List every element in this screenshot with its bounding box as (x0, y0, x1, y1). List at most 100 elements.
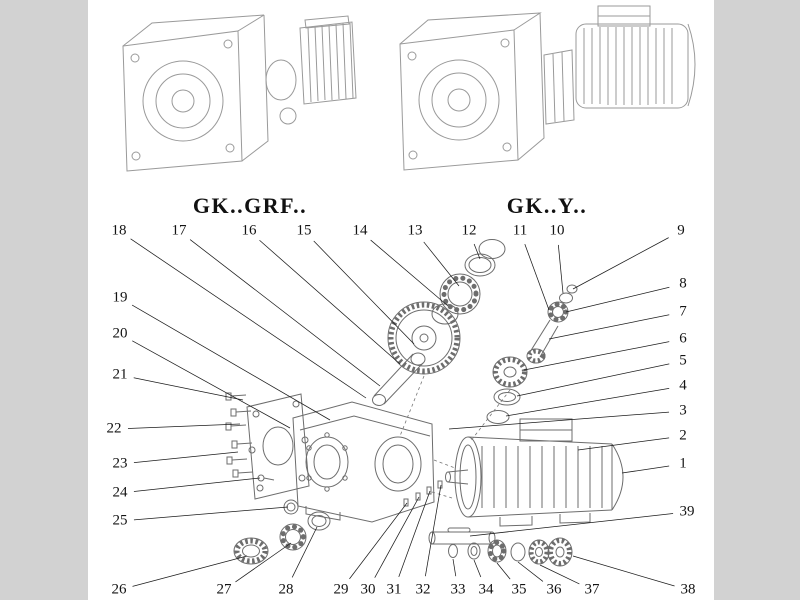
leader-line-29 (349, 502, 408, 580)
leader-line-12 (473, 243, 481, 260)
leader-line-20 (132, 340, 291, 429)
snap-ring (486, 410, 510, 424)
gearbox-y-drawing (399, 5, 696, 171)
leader-line-37 (539, 564, 580, 585)
leader-line-7 (548, 314, 670, 340)
leader-line-22 (127, 423, 241, 429)
diagram-canvas (88, 0, 714, 600)
callout-11: 11 (512, 222, 528, 239)
callout-25: 25 (112, 512, 128, 529)
callout-35: 35 (511, 581, 527, 598)
right-model-heading: GK..Y.. (506, 193, 588, 218)
callout-19: 19 (112, 289, 128, 306)
callout-22: 22 (106, 420, 122, 437)
callout-33: 33 (450, 581, 466, 598)
leader-line-30 (374, 496, 420, 578)
callout-31: 31 (386, 581, 402, 598)
leader-line-6 (523, 341, 670, 371)
callout-39: 39 (679, 503, 695, 520)
callout-10: 10 (549, 222, 565, 239)
bevel-gear (492, 356, 528, 388)
leader-line-14 (370, 239, 449, 307)
leader-line-4 (505, 387, 670, 417)
callout-14: 14 (352, 222, 368, 239)
assembly-bolts (403, 480, 443, 507)
callout-15: 15 (296, 222, 312, 239)
callout-13: 13 (407, 222, 423, 239)
left-model-heading: GK..GRF.. (192, 193, 308, 218)
leader-line-31 (398, 490, 431, 577)
leader-line-21 (133, 377, 244, 401)
callout-5: 5 (679, 352, 687, 369)
flange-plate (246, 393, 310, 500)
callout-20: 20 (112, 325, 128, 342)
callout-34: 34 (478, 581, 494, 598)
callout-23: 23 (112, 455, 128, 472)
leader-line-9 (572, 237, 669, 290)
leader-line-38 (572, 555, 675, 587)
leader-line-34 (473, 559, 482, 578)
callout-4: 4 (679, 377, 687, 394)
leader-line-25 (133, 506, 289, 521)
callout-12: 12 (461, 222, 477, 239)
upper-bearing (439, 273, 481, 315)
leader-line-2 (577, 437, 670, 451)
callout-29: 29 (333, 581, 349, 598)
leader-line-32 (424, 484, 442, 577)
leader-line-24 (133, 477, 261, 492)
callout-36: 36 (546, 581, 562, 598)
motor (445, 418, 624, 527)
leader-line-39 (469, 513, 674, 537)
leader-line-19 (131, 304, 331, 421)
main-gear (387, 301, 461, 375)
leader-line-3 (448, 411, 670, 430)
callout-3: 3 (679, 402, 687, 419)
leader-line-11 (524, 244, 550, 311)
gearbox-grf-drawing (122, 14, 357, 172)
callout-32: 32 (415, 581, 431, 598)
callout-17: 17 (171, 222, 187, 239)
leader-line-27 (235, 542, 292, 583)
callout-37: 37 (584, 581, 600, 598)
callout-26: 26 (111, 581, 127, 598)
output-ring-and-bearing (233, 511, 331, 565)
callout-28: 28 (278, 581, 294, 598)
callout-8: 8 (679, 275, 687, 292)
leader-line-13 (423, 241, 460, 287)
callout-2: 2 (679, 427, 687, 444)
leader-line-10 (557, 244, 564, 294)
leader-line-36 (517, 561, 544, 582)
leader-line-35 (496, 562, 511, 580)
callout-21: 21 (112, 366, 128, 383)
leader-line-23 (133, 451, 239, 463)
callout-38: 38 (680, 581, 696, 598)
callout-30: 30 (360, 581, 376, 598)
leader-line-18 (130, 238, 367, 399)
callout-6: 6 (679, 330, 687, 347)
callout-18: 18 (111, 222, 127, 239)
callout-16: 16 (241, 222, 257, 239)
leader-line-5 (516, 363, 670, 397)
callout-9: 9 (677, 222, 685, 239)
input-shaft (372, 352, 426, 406)
pinion-cluster (526, 284, 578, 364)
output-shaft-kit (428, 527, 573, 567)
leader-line-15 (313, 240, 415, 345)
callout-27: 27 (216, 581, 232, 598)
leader-line-28 (291, 526, 318, 578)
leader-line-33 (452, 558, 457, 577)
assembly-axes (399, 375, 511, 499)
retaining-rings (464, 239, 506, 277)
exploded-view (225, 239, 624, 567)
leader-line-16 (259, 239, 401, 365)
thrust-washer (493, 388, 521, 406)
leader-line-26 (132, 555, 248, 587)
callout-7: 7 (679, 303, 687, 320)
callout-24: 24 (112, 484, 128, 501)
leader-line-17 (189, 239, 381, 387)
leader-line-8 (565, 286, 670, 313)
gear-housing (292, 401, 435, 523)
leader-lines (127, 237, 675, 587)
callout-1: 1 (679, 455, 687, 472)
